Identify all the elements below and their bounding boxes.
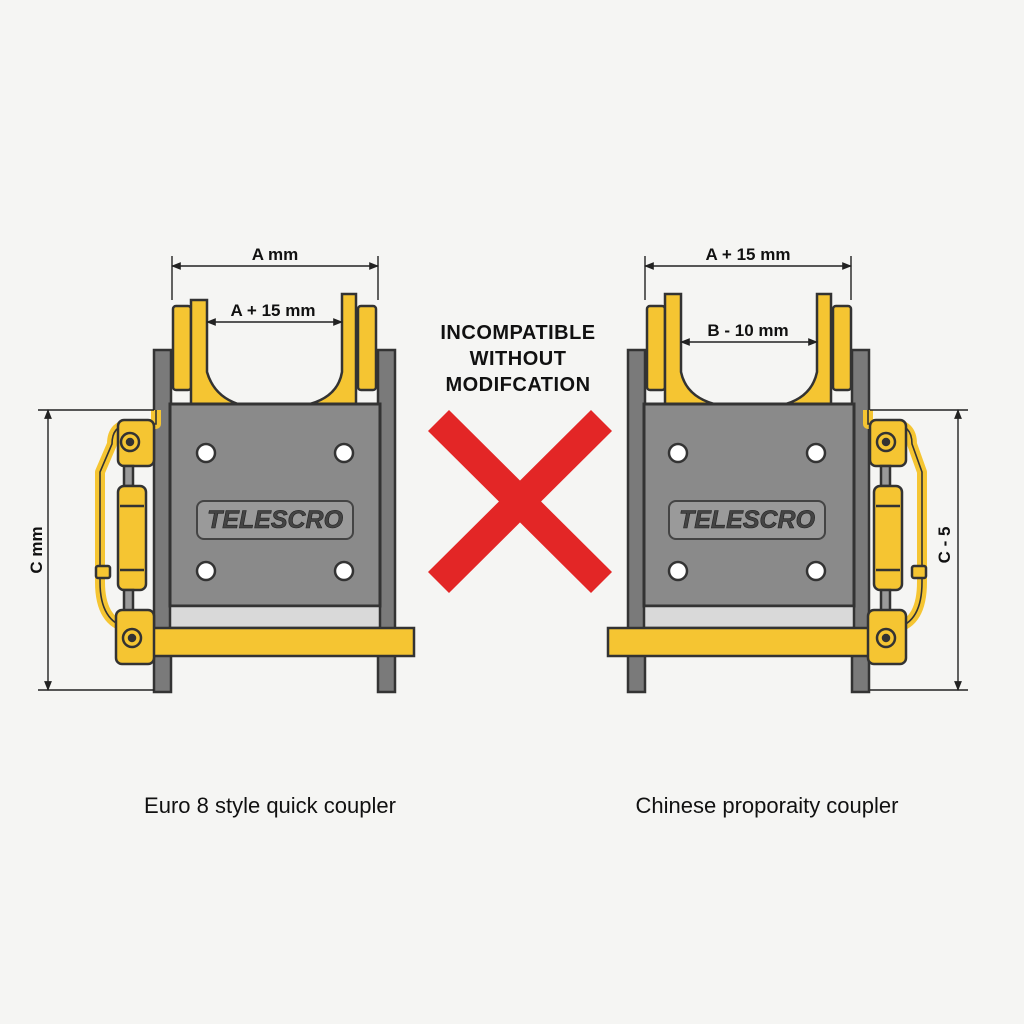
right-dim-top-label: A + 15 mm <box>706 245 791 264</box>
left-coupler: TELESCRO A mm <box>27 245 416 694</box>
right-hydraulic-cylinder <box>863 410 928 666</box>
bolt-hole <box>805 442 827 464</box>
left-logo-text: TELESCRO <box>207 506 344 534</box>
left-caption: Euro 8 style quick coupler <box>144 793 396 818</box>
left-top-lugs <box>171 292 378 406</box>
left-dim-side <box>38 409 154 691</box>
left-hydraulic-cylinder <box>94 410 161 666</box>
left-logo-badge <box>196 500 354 540</box>
bolt-hole <box>195 560 217 582</box>
bolt-hole <box>667 560 689 582</box>
right-lower-frame <box>642 604 856 630</box>
right-coupler: TELESCRO A + 15 mm B <box>606 245 968 694</box>
right-dim-side-label: C - 5 <box>935 527 954 564</box>
warning-line-3: MODIFCATION <box>445 374 590 396</box>
left-dim-inner-label: A + 15 mm <box>231 301 316 320</box>
bolt-hole <box>667 442 689 464</box>
incompatibility-warning: INCOMPATIBLE WITHOUT MODIFCATION <box>428 322 612 593</box>
right-caption: Chinese proporaity coupler <box>636 793 899 818</box>
left-bolt-holes <box>195 442 355 582</box>
left-lower-frame <box>168 604 382 630</box>
right-dim-side <box>870 409 968 691</box>
warning-line-2: WITHOUT <box>470 348 567 370</box>
bolt-hole <box>195 442 217 464</box>
left-dim-top <box>171 256 379 300</box>
right-bolt-holes <box>667 442 827 582</box>
left-dim-side-label: C mm <box>27 526 46 573</box>
left-dim-top-label: A mm <box>252 245 299 264</box>
right-logo-text: TELESCRO <box>679 506 816 534</box>
red-x-icon <box>428 410 612 593</box>
right-top-lugs <box>645 292 853 406</box>
bolt-hole <box>333 560 355 582</box>
right-bottom-pin-bar <box>606 626 876 658</box>
bolt-hole <box>805 560 827 582</box>
bolt-hole <box>333 442 355 464</box>
warning-line-1: INCOMPATIBLE <box>440 322 595 344</box>
right-dim-inner-label: B - 10 mm <box>707 321 788 340</box>
right-logo-badge <box>668 500 826 540</box>
left-bottom-pin-bar <box>148 626 416 658</box>
right-dim-top <box>644 256 852 300</box>
